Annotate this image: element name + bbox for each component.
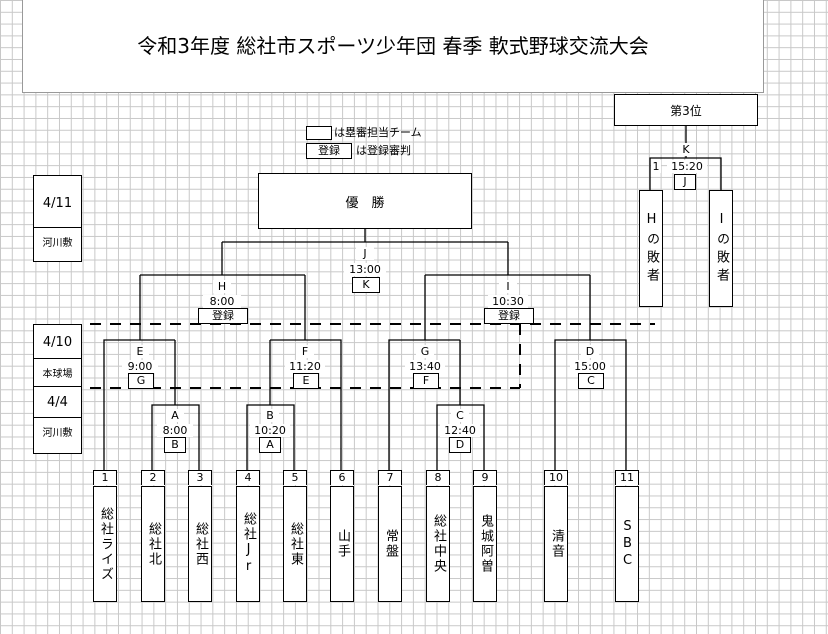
team-name: 総社東 (288, 521, 303, 567)
team-slot: 総社北 (141, 486, 165, 602)
match-letter-K: K (677, 143, 695, 156)
match-time-D: 15:00 (570, 360, 610, 373)
umpire-H: 登録 (198, 308, 248, 324)
team-slot: 総社ライズ (93, 486, 117, 602)
legend-register-box: 登録 (306, 143, 352, 159)
date-label: 4/10 (42, 335, 73, 350)
team-name: 総社Jr (241, 512, 256, 576)
date-box-4-10-4-4: 4/10 本球場 4/4 河川敷 (33, 324, 82, 454)
team-name: 清音 (549, 529, 564, 559)
team-number: 2 (141, 470, 165, 485)
match-time-C: 12:40 (440, 424, 480, 437)
match-letter-E: E (131, 345, 149, 358)
umpire-C: D (449, 437, 471, 453)
date-box-4-11: 4/11 河川敷 (33, 175, 82, 262)
match-letter-F: F (296, 345, 314, 358)
team-slot: 清音 (544, 486, 568, 602)
match-time-J: 13:00 (344, 263, 386, 276)
team-number: 6 (330, 470, 354, 485)
umpire-F: E (293, 373, 319, 389)
team-slot: 総社西 (188, 486, 212, 602)
match-time-A: 8:00 (157, 424, 193, 437)
venue-label: 本球場 (42, 369, 73, 380)
champion-label: 優 勝 (345, 195, 385, 211)
third-place-left-entry: Hの敗者 (639, 190, 663, 307)
match-letter-J: J (356, 247, 374, 260)
champion-box: 優 勝 (258, 173, 472, 229)
bracket-line-E (103, 339, 175, 470)
match-time-F: 11:20 (285, 360, 325, 373)
match-time-G: 13:40 (405, 360, 445, 373)
team-name: 総社北 (146, 521, 161, 567)
match-time-H: 8:00 (203, 295, 241, 308)
match-time-B: 10:20 (250, 424, 290, 437)
umpire-K: J (674, 174, 696, 190)
team-name: 鬼城阿曽 (478, 514, 493, 574)
team-number: 10 (544, 470, 568, 485)
umpire-E: G (128, 373, 154, 389)
team-slot: 常盤 (378, 486, 402, 602)
third-place-right-entry: Iの敗者 (709, 190, 733, 307)
venue-label: 河川敷 (42, 238, 73, 249)
match-letter-I: I (499, 280, 517, 293)
umpire-I: 登録 (484, 308, 534, 324)
team-number: 4 (236, 470, 260, 485)
team-slot: 総社中央 (426, 486, 450, 602)
team-name: SBC (620, 518, 635, 570)
umpire-B: A (259, 437, 281, 453)
match-letter-B: B (261, 409, 279, 422)
team-name: 常盤 (383, 529, 398, 559)
page-title: 令和3年度 総社市スポーツ少年団 春季 軟式野球交流大会 (137, 34, 649, 58)
team-slot: 総社東 (283, 486, 307, 602)
third-place-field-num: 1 (651, 160, 661, 173)
team-number: 7 (378, 470, 402, 485)
umpire-A: B (164, 437, 186, 453)
match-time-E: 9:00 (122, 360, 158, 373)
team-slot: 総社Jr (236, 486, 260, 602)
match-letter-D: D (581, 345, 599, 358)
team-name: 総社中央 (431, 514, 446, 574)
left-entry-text: Hの敗者 (644, 211, 659, 286)
team-name: 総社ライズ (98, 506, 113, 582)
legend-register-text: は登録審判 (356, 144, 411, 157)
title-box: 令和3年度 総社市スポーツ少年団 春季 軟式野球交流大会 (22, 0, 764, 93)
third-place-box: 第3位 (614, 94, 758, 126)
team-number: 1 (93, 470, 117, 485)
team-number: 11 (615, 470, 639, 485)
match-letter-G: G (416, 345, 434, 358)
match-letter-C: C (451, 409, 469, 422)
team-name: 山手 (335, 529, 350, 559)
match-letter-A: A (166, 409, 184, 422)
date-label: 4/4 (47, 395, 68, 410)
right-entry-text: Iの敗者 (714, 211, 729, 286)
legend-blank-box (306, 126, 332, 140)
team-name: 総社西 (193, 521, 208, 567)
third-place-label: 第3位 (670, 103, 702, 118)
bracket-line-F (270, 339, 342, 470)
venue-label: 河川敷 (42, 428, 73, 439)
date-label: 4/11 (42, 196, 73, 211)
team-number: 9 (473, 470, 497, 485)
umpire-J: K (352, 277, 380, 293)
legend-blank-text: は塁審担当チーム (334, 126, 422, 139)
bracket-line-G (388, 339, 460, 470)
team-number: 5 (283, 470, 307, 485)
match-time-I: 10:30 (488, 295, 528, 308)
match-letter-H: H (213, 280, 231, 293)
team-number: 3 (188, 470, 212, 485)
team-number: 8 (426, 470, 450, 485)
team-slot: 山手 (330, 486, 354, 602)
match-time-K: 15:20 (667, 160, 707, 173)
umpire-G: F (413, 373, 439, 389)
team-slot: SBC (615, 486, 639, 602)
umpire-D: C (578, 373, 604, 389)
team-slot: 鬼城阿曽 (473, 486, 497, 602)
